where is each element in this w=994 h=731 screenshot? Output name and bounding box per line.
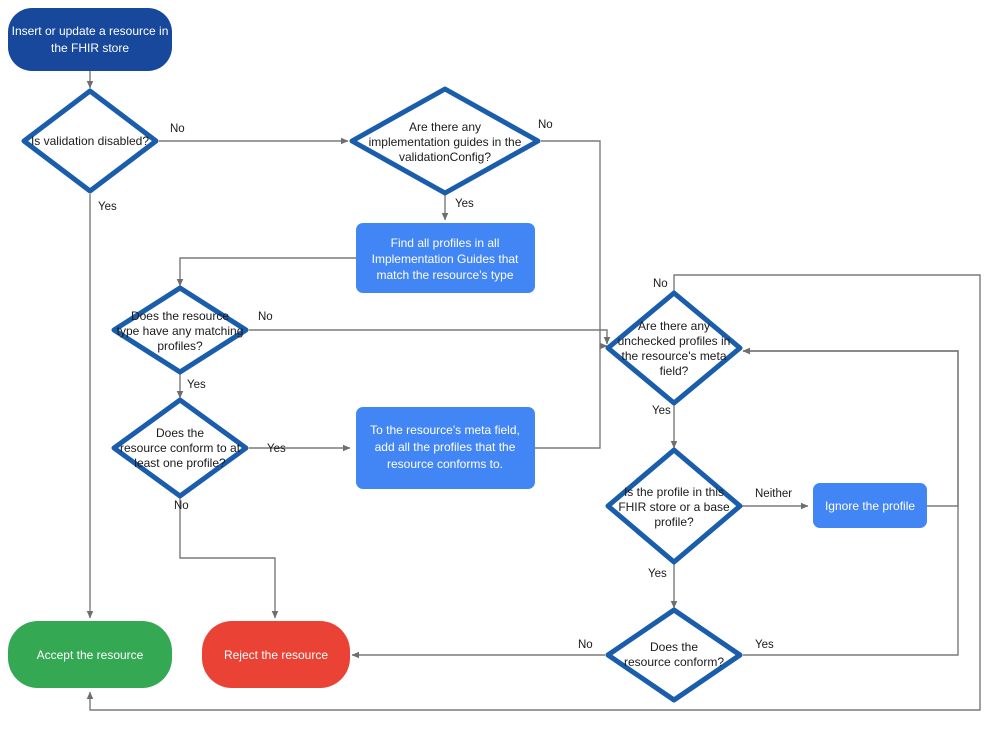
add-profiles-meta-label-line-2: add all the profiles that the — [375, 440, 516, 454]
edge-unchecked-no-to-accept — [86, 274, 981, 711]
edge-conform-one-no-to-reject — [179, 498, 279, 619]
find-profiles-shape — [356, 223, 535, 293]
edge-label-guides-yes: Yes — [455, 198, 474, 210]
edge-label-conform-one-no: No — [174, 500, 189, 512]
profile-in-store-label-line-1: Is the profile in this — [624, 485, 724, 499]
node-find-profiles[interactable]: Find all profiles in all Implementation … — [356, 223, 535, 293]
find-profiles-label-line-1: Find all profiles in all — [391, 236, 500, 250]
matching-profiles-label-line-2: type have any matching — [117, 324, 244, 338]
resource-conform-shape — [605, 607, 743, 703]
matching-profiles-label-line-3: profiles? — [157, 339, 203, 353]
resource-conform-label-line-1: Does the — [650, 640, 698, 654]
validation-disabled-label-line-1: Is validation disabled? — [31, 134, 149, 148]
edge-label-conform-yes: Yes — [755, 639, 774, 651]
profile-in-store-label-line-3: profile? — [654, 515, 694, 529]
unchecked-profiles-shape — [605, 290, 743, 406]
implementation-guides-label-line-1: Are there any — [409, 120, 481, 134]
unchecked-profiles-label-line-2: unchecked profiles in — [618, 334, 731, 348]
profile-in-store-label-line-2: FHIR store or a base — [618, 500, 730, 514]
node-accept[interactable]: Accept the resource — [8, 621, 172, 688]
resource-conform-label-line-2: resource conform? — [624, 655, 724, 669]
edge-label-conform-one-yes: Yes — [267, 443, 286, 455]
ignore-profile-label-line-1: Ignore the profile — [825, 499, 915, 513]
edge-conform-yes-to-unchecked — [742, 347, 959, 656]
start-label-line-2: the FHIR store — [51, 41, 129, 55]
reject-label-line-1: Reject the resource — [224, 648, 328, 662]
edge-label-unchecked-no: No — [653, 278, 668, 290]
validation-disabled-shape — [21, 88, 159, 194]
add-profiles-meta-shape — [356, 407, 535, 489]
add-profiles-meta-label-line-3: resource conforms to. — [387, 457, 503, 471]
implementation-guides-shape — [349, 86, 541, 196]
node-reject[interactable]: Reject the resource — [202, 621, 350, 688]
conform-one-profile-shape — [111, 397, 249, 499]
find-profiles-label-line-2: Implementation Guides that — [372, 252, 519, 266]
edge-label-matching-yes: Yes — [187, 379, 206, 391]
edge-labels-layer: No Yes No Yes No Yes Yes No No Yes Neith… — [98, 119, 792, 651]
conform-one-profile-label-line-1: Does the — [156, 426, 204, 440]
implementation-guides-label-line-2: implementation guides in the — [369, 135, 522, 149]
profile-in-store-shape — [605, 447, 743, 565]
edge-find-profiles-to-matching — [176, 257, 356, 287]
node-start[interactable]: Insert or update a resource in the FHIR … — [8, 8, 172, 71]
edge-label-matching-no: No — [258, 311, 273, 323]
unchecked-profiles-label-line-4: field? — [660, 364, 689, 378]
unchecked-profiles-label-line-1: Are there any — [638, 319, 710, 333]
implementation-guides-label-line-3: validationConfig? — [399, 150, 491, 164]
edge-label-conform-no: No — [578, 639, 593, 651]
edge-add-meta-to-unchecked — [535, 346, 601, 449]
node-add-profiles-meta[interactable]: To the resource's meta field, add all th… — [356, 407, 535, 489]
unchecked-profiles-label-line-3: the resource's meta — [621, 349, 726, 363]
node-validation-disabled[interactable]: Is validation disabled? — [21, 88, 159, 194]
conform-one-profile-label-line-2: resource conform to at — [120, 441, 241, 455]
edge-label-guides-no: No — [538, 119, 553, 131]
edge-label-profile-neither: Neither — [755, 488, 792, 500]
node-profile-in-store[interactable]: Is the profile in this FHIR store or a b… — [605, 447, 743, 565]
edge-label-validation-yes: Yes — [98, 201, 117, 213]
start-shape — [8, 8, 172, 71]
edge-label-unchecked-yes: Yes — [652, 405, 671, 417]
start-label-line-1: Insert or update a resource in — [12, 24, 169, 38]
edges-layer — [86, 71, 981, 711]
edge-label-profile-yes: Yes — [648, 568, 667, 580]
edge-ignore-to-unchecked — [742, 347, 959, 507]
edge-matching-no-to-unchecked — [249, 329, 611, 345]
matching-profiles-label-line-1: Does the resource — [131, 309, 229, 323]
node-matching-profiles[interactable]: Does the resource type have any matching… — [111, 285, 249, 375]
node-ignore-profile[interactable]: Ignore the profile — [813, 483, 927, 528]
node-unchecked-profiles[interactable]: Are there any unchecked profiles in the … — [605, 290, 743, 406]
node-resource-conform[interactable]: Does the resource conform? — [605, 607, 743, 703]
find-profiles-label-line-3: match the resource's type — [376, 268, 513, 282]
reject-shape — [202, 621, 350, 688]
accept-shape — [8, 621, 172, 688]
edge-guides-no-to-unchecked — [541, 140, 608, 350]
conform-one-profile-label-line-3: least one profile? — [134, 456, 226, 470]
accept-label-line-1: Accept the resource — [37, 648, 144, 662]
add-profiles-meta-label-line-1: To the resource's meta field, — [370, 423, 520, 437]
node-implementation-guides[interactable]: Are there any implementation guides in t… — [349, 86, 541, 196]
ignore-profile-shape — [813, 483, 927, 528]
matching-profiles-shape — [111, 285, 249, 375]
edge-label-validation-no: No — [170, 123, 185, 135]
node-conform-one-profile[interactable]: Does the resource conform to at least on… — [111, 397, 249, 499]
